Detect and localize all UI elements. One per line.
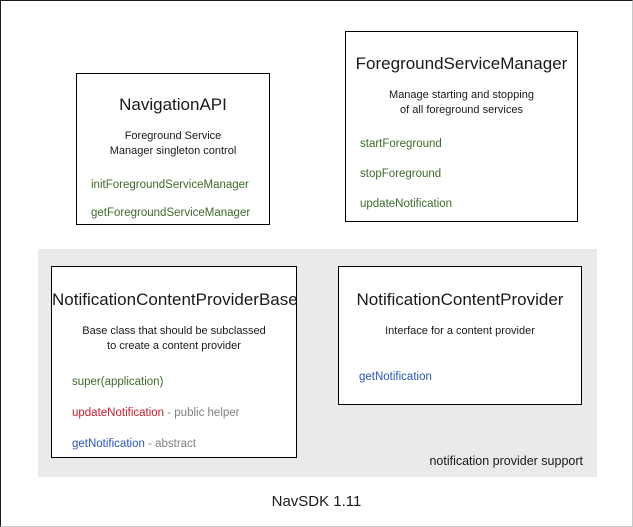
class-description-line-1: Manage starting and stopping — [389, 89, 534, 102]
class-description-line-2: Manager singleton control — [109, 145, 237, 158]
member-name: getNotification — [72, 437, 145, 450]
member-name: updateNotification — [72, 406, 165, 419]
class-box-notification-content-provider[interactable]: NotificationContentProvider Interface fo… — [338, 266, 582, 405]
class-title: NotificationContentProvider — [356, 290, 564, 309]
member-row[interactable]: stopForeground — [360, 168, 577, 182]
class-description: Base class that should be subclassed to … — [52, 324, 296, 354]
member-list: getNotification — [359, 371, 581, 385]
member-name: initForegroundServiceManager — [91, 178, 249, 191]
member-name: startForeground — [360, 137, 442, 150]
member-row[interactable]: getForegroundServiceManager — [91, 207, 269, 221]
footer-caption: NavSDK 1.11 — [271, 493, 362, 510]
class-box-foreground-service-manager[interactable]: ForegroundServiceManager Manage starting… — [345, 31, 578, 222]
class-description-line-2: to create a content provider — [107, 340, 241, 353]
member-row[interactable]: startForeground — [360, 138, 577, 152]
class-description-line-1: Interface for a content provider — [385, 325, 535, 338]
class-box-notification-content-provider-base[interactable]: NotificationContentProviderBase Base cla… — [51, 266, 298, 458]
member-name: getForegroundServiceManager — [91, 206, 251, 219]
class-title: ForegroundServiceManager — [355, 54, 568, 73]
member-list: super(application) updateNotification - … — [72, 376, 296, 451]
member-name: getNotification — [359, 371, 432, 384]
class-description-line-2: of all foreground services — [400, 104, 523, 117]
member-row[interactable]: super(application) — [72, 376, 296, 390]
class-title: NotificationContentProviderBase — [52, 290, 298, 309]
class-box-navigation-api[interactable]: NavigationAPI Foreground Service Manager… — [76, 73, 270, 225]
member-row[interactable]: getNotification — [359, 371, 581, 385]
class-description-line-1: Base class that should be subclassed — [82, 325, 266, 338]
member-row[interactable]: updateNotification — [360, 198, 577, 212]
class-title: NavigationAPI — [119, 95, 227, 114]
member-name: updateNotification — [360, 197, 453, 210]
member-note: - abstract — [144, 437, 197, 450]
class-description: Interface for a content provider — [339, 324, 581, 339]
group-panel-label: notification provider support — [429, 454, 583, 468]
member-row[interactable]: updateNotification - public helper — [72, 407, 296, 421]
member-name: super(application) — [72, 375, 164, 388]
member-name: stopForeground — [360, 167, 442, 180]
member-note: - public helper — [164, 406, 240, 419]
class-description-line-1: Foreground Service — [124, 130, 222, 143]
class-description: Foreground Service Manager singleton con… — [77, 129, 269, 159]
member-row[interactable]: getNotification - abstract — [72, 438, 296, 452]
member-list: startForeground stopForeground updateNot… — [360, 138, 577, 211]
member-row[interactable]: initForegroundServiceManager — [91, 179, 269, 193]
member-list: initForegroundServiceManager getForegrou… — [91, 179, 269, 221]
class-description: Manage starting and stopping of all fore… — [346, 88, 577, 118]
